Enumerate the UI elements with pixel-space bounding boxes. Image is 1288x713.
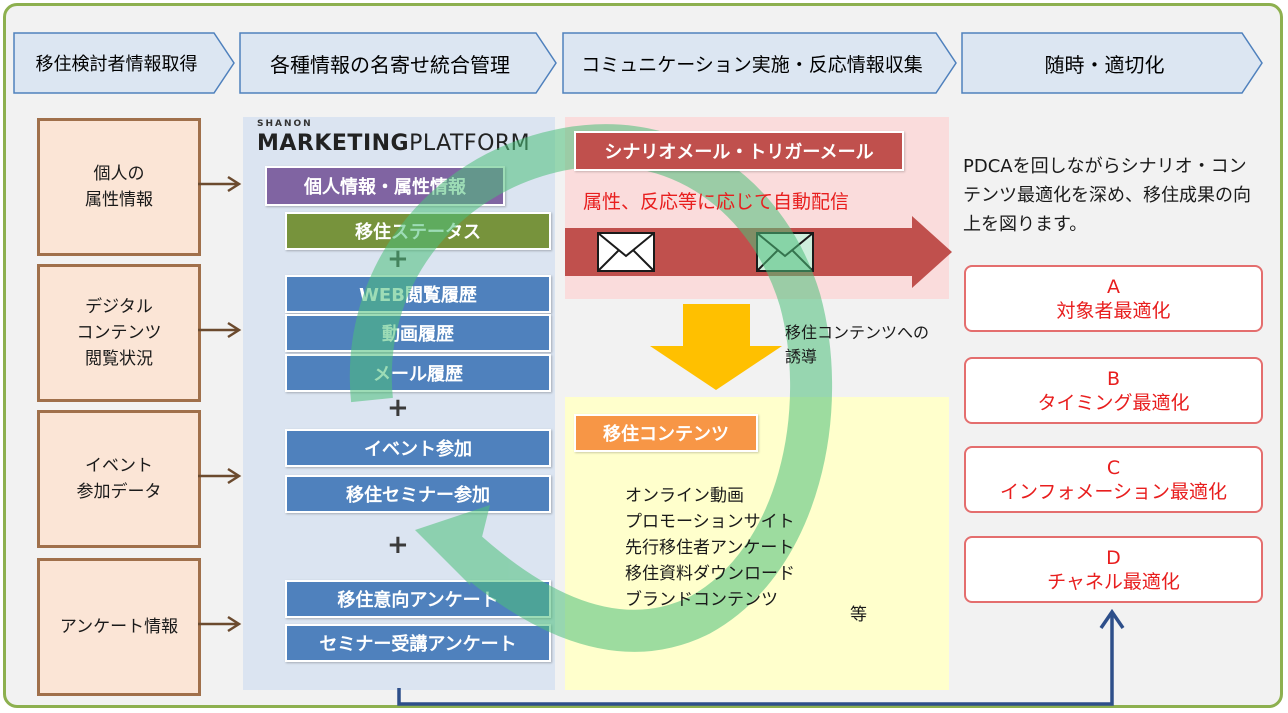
opt-label: チャネル最適化 — [1047, 570, 1180, 593]
pill-event: イベント参加 — [285, 429, 551, 467]
header-step-4: 随時・適切化 — [1044, 52, 1165, 77]
contents-item: プロモーションサイト — [625, 512, 795, 532]
scenario-mail-tag: シナリオメール・トリガーメール — [574, 131, 904, 171]
source-event: イベント 参加データ — [37, 410, 201, 548]
opt-letter: A — [1107, 275, 1120, 298]
pill-seminar-survey: セミナー受講アンケート — [285, 624, 551, 662]
opt-label: タイミング最適化 — [1037, 391, 1190, 414]
header-step-2: 各種情報の名寄せ統合管理 — [270, 52, 510, 77]
guide-text: 移住コンテンツへの 誘導 — [785, 323, 930, 366]
header-step-1: 移住検討者情報取得 — [35, 54, 198, 75]
opt-box-b: B タイミング最適化 — [964, 357, 1263, 424]
opt-box-c: C インフォメーション最適化 — [964, 446, 1263, 513]
pill-video-history: 動画履歴 — [285, 314, 551, 352]
header-step-3: コミュニケーション実施・反応情報収集 — [581, 53, 923, 76]
opt-box-a: A 対象者最適化 — [964, 265, 1263, 332]
contents-tag: 移住コンテンツ — [574, 414, 758, 452]
pill-status: 移住ステータス — [285, 212, 551, 250]
pill-intent-survey: 移住意向アンケート — [285, 580, 551, 618]
pdca-description: PDCAを回しながらシナリオ・コンテンツ最適化を深め、移住成果の向上を図ります。 — [963, 156, 1251, 235]
contents-item: オンライン動画 — [625, 486, 744, 506]
contents-item: ブランドコンテンツ — [625, 590, 778, 610]
opt-label: インフォメーション最適化 — [999, 480, 1228, 503]
pill-seminar: 移住セミナー参加 — [285, 475, 551, 513]
plus-2: + — [387, 393, 409, 423]
brand-logo: MARKETINGPLATFORM — [257, 131, 531, 156]
opt-letter: C — [1106, 456, 1121, 479]
opt-letter: D — [1106, 546, 1121, 569]
source-digital-content: デジタル コンテンツ 閲覧状況 — [37, 264, 201, 402]
plus-3: + — [387, 530, 409, 560]
contents-item: 先行移住者アンケート — [625, 538, 795, 558]
contents-etc: 等 — [850, 605, 867, 625]
plus-1: + — [387, 244, 409, 274]
source-survey: アンケート情報 — [37, 558, 201, 696]
opt-label: 対象者最適化 — [1056, 299, 1171, 322]
contents-item: 移住資料ダウンロード — [625, 564, 795, 584]
pill-web-history: WEB閲覧履歴 — [285, 275, 551, 313]
pill-personal-info: 個人情報・属性情報 — [265, 166, 505, 206]
opt-box-d: D チャネル最適化 — [964, 536, 1263, 603]
opt-letter: B — [1106, 367, 1121, 390]
scenario-subtitle: 属性、反応等に応じて自動配信 — [583, 191, 850, 213]
source-attributes: 個人の 属性情報 — [37, 118, 201, 256]
pill-mail-history: メール履歴 — [285, 354, 551, 392]
brand-shanon: SHANON — [257, 119, 313, 129]
contents-list: オンライン動画 プロモーションサイト 先行移住者アンケート 移住資料ダウンロード… — [625, 483, 795, 613]
